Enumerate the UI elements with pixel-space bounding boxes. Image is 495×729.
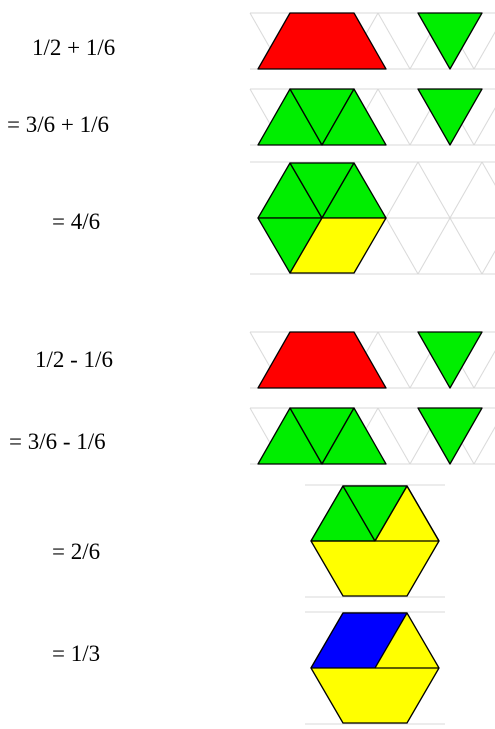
trapezoid-half <box>258 13 386 69</box>
triangle-sixth <box>418 332 482 388</box>
grid-row-3-diag <box>482 218 495 274</box>
trapezoid-half <box>258 332 386 388</box>
grid-row-4-diag-down <box>378 332 410 388</box>
grid-row-1-diag-down <box>378 13 410 69</box>
grid-row-3-diag <box>450 162 482 218</box>
grid-row-3-diag <box>386 218 418 274</box>
grid-row-2-diag-down <box>378 89 410 145</box>
grid-row-3-diag <box>386 162 418 218</box>
grid-row-5-diag-down <box>378 408 410 464</box>
grid-row-3-diag <box>450 218 482 274</box>
grid-row-3-diag <box>418 162 450 218</box>
triangle-sixth <box>418 13 482 69</box>
triangle-sixth <box>418 408 482 464</box>
grid-row-3-diag <box>482 162 495 218</box>
grid-row-3-diag <box>418 218 450 274</box>
triangle-sixth <box>418 89 482 145</box>
